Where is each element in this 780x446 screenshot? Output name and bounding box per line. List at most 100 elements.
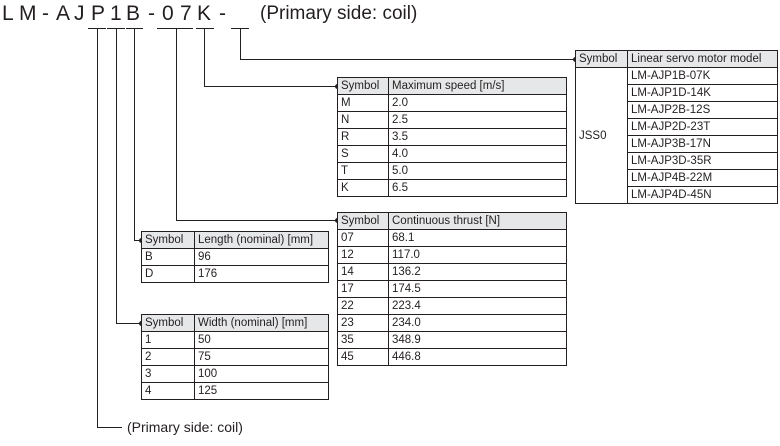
symbol-cell: 35 (337, 331, 389, 349)
connector-line (134, 240, 141, 241)
value-cell: 5.0 (388, 162, 567, 180)
table-header: Maximum speed [m/s] (388, 77, 567, 95)
value-cell: 117.0 (388, 246, 567, 264)
connector-line (176, 220, 337, 221)
connector-line (97, 28, 98, 427)
value-cell: 50 (194, 331, 329, 349)
connector-line (204, 86, 337, 87)
model-char: 1 (110, 2, 122, 25)
symbol-cell: K (337, 179, 389, 197)
model-char: L (2, 2, 14, 25)
value-cell: 2.0 (388, 94, 567, 112)
symbol-cell: T (337, 162, 389, 180)
table-header: Width (nominal) [mm] (194, 314, 329, 332)
value-cell: 234.0 (388, 314, 567, 332)
value-cell: 3.5 (388, 128, 567, 146)
value-cell: 6.5 (388, 179, 567, 197)
model-char: - (148, 2, 155, 25)
symbol-cell: 2 (141, 348, 195, 366)
model-table: Symbol Linear servo motor model JSS0 LM-… (575, 50, 778, 204)
symbol-cell: 4 (141, 382, 195, 400)
symbol-cell: D (141, 265, 195, 283)
table-header: Length (nominal) [mm] (194, 231, 329, 249)
value-cell: 223.4 (388, 297, 567, 315)
symbol-cell: R (337, 128, 389, 146)
table-header: Symbol (141, 231, 195, 249)
bottom-note: (Primary side: coil) (127, 419, 243, 435)
model-char: M (19, 2, 37, 25)
symbol-cell: M (337, 94, 389, 112)
model-cell: LM-AJP2D-23T (627, 118, 778, 136)
model-cell: LM-AJP4B-22M (627, 169, 778, 187)
symbol-cell: 17 (337, 280, 389, 298)
value-cell: 125 (194, 382, 329, 400)
symbol-cell: 22 (337, 297, 389, 315)
model-cell: LM-AJP2B-12S (627, 101, 778, 119)
table-header: Symbol (575, 50, 628, 68)
symbol-cell: 23 (337, 314, 389, 332)
connector-line (204, 28, 205, 86)
table-row: LM-AJP3B-17N (576, 135, 778, 153)
value-cell: 75 (194, 348, 329, 366)
value-cell: 96 (194, 248, 329, 266)
value-cell: 176 (194, 265, 329, 283)
value-cell: 174.5 (388, 280, 567, 298)
model-cell: LM-AJP1B-07K (627, 67, 778, 85)
connector-line (97, 427, 122, 428)
model-char: K (197, 2, 212, 25)
underline-k (196, 28, 214, 29)
connector-line (240, 28, 241, 59)
table-header: Linear servo motor model (627, 50, 778, 68)
symbol-cell: 45 (337, 348, 389, 366)
model-char: - (219, 2, 226, 25)
table-row: JSS0 LM-AJP1B-07K (575, 67, 778, 204)
model-cell: LM-AJP4D-45N (627, 186, 778, 204)
connector-line (134, 28, 135, 240)
value-cell: 348.9 (388, 331, 567, 349)
value-cell: 136.2 (388, 263, 567, 281)
connector-line (240, 59, 575, 60)
symbol-cell: 07 (337, 229, 389, 247)
symbol-cell: N (337, 111, 389, 129)
model-char: A (56, 2, 71, 25)
table-header: Continuous thrust [N] (388, 212, 567, 230)
symbol-cell: 12 (337, 246, 389, 264)
model-suffix-note: (Primary side: coil) (260, 3, 418, 24)
value-cell: 4.0 (388, 145, 567, 163)
value-cell: 2.5 (388, 111, 567, 129)
model-char: - (42, 2, 49, 25)
value-cell: 100 (194, 365, 329, 383)
symbol-cell: 3 (141, 365, 195, 383)
model-char: B (126, 2, 141, 25)
underline-07 (157, 28, 193, 29)
table-row: LM-AJP4D-45N (576, 186, 778, 204)
table-header: Symbol (337, 77, 389, 95)
symbol-cell: JSS0 (575, 67, 628, 204)
value-cell: 446.8 (388, 348, 567, 366)
connector-line (176, 28, 177, 220)
value-cell: 68.1 (388, 229, 567, 247)
connector-line (116, 323, 141, 324)
table-row: LM-AJP3D-35R (576, 152, 778, 170)
